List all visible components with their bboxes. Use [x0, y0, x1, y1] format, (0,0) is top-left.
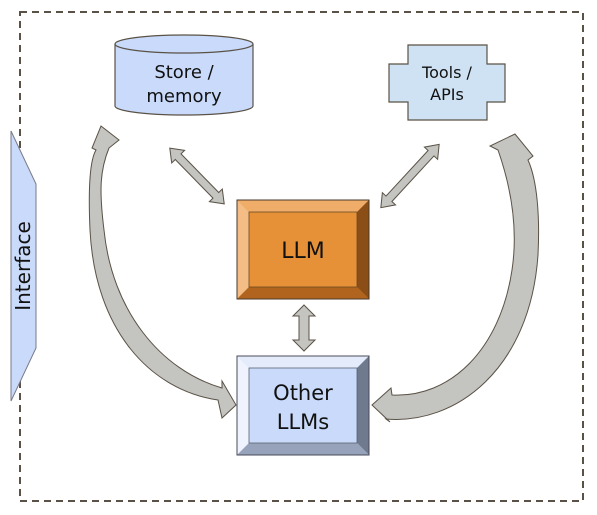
interface-node: Interface: [10, 130, 37, 402]
other-llms-label-line1: Other: [273, 381, 333, 405]
system-boundary: [19, 11, 584, 502]
tools-apis-label-line2: APIs: [430, 85, 464, 104]
llm-label: LLM: [281, 239, 325, 264]
tools-apis-node: Tools / APIs: [388, 44, 506, 121]
arrow-store-llm: [169, 147, 225, 205]
curved-arrow-other-to-tools: [371, 133, 540, 423]
tools-apis-label-line1: Tools /: [421, 63, 473, 82]
interface-label: Interface: [11, 221, 35, 311]
store-memory-label-line1: Store /: [154, 62, 214, 83]
other-llms-label-line2: LLMs: [277, 410, 329, 434]
other-llms-node: Other LLMs: [236, 355, 370, 456]
arrow-llm-other: [291, 304, 317, 352]
arrow-tools-llm: [380, 143, 440, 209]
llm-node: LLM: [236, 199, 370, 300]
curved-arrow-other-to-store: [88, 125, 237, 419]
store-memory-label-line2: memory: [146, 86, 222, 107]
store-memory-node: Store / memory: [114, 34, 254, 116]
